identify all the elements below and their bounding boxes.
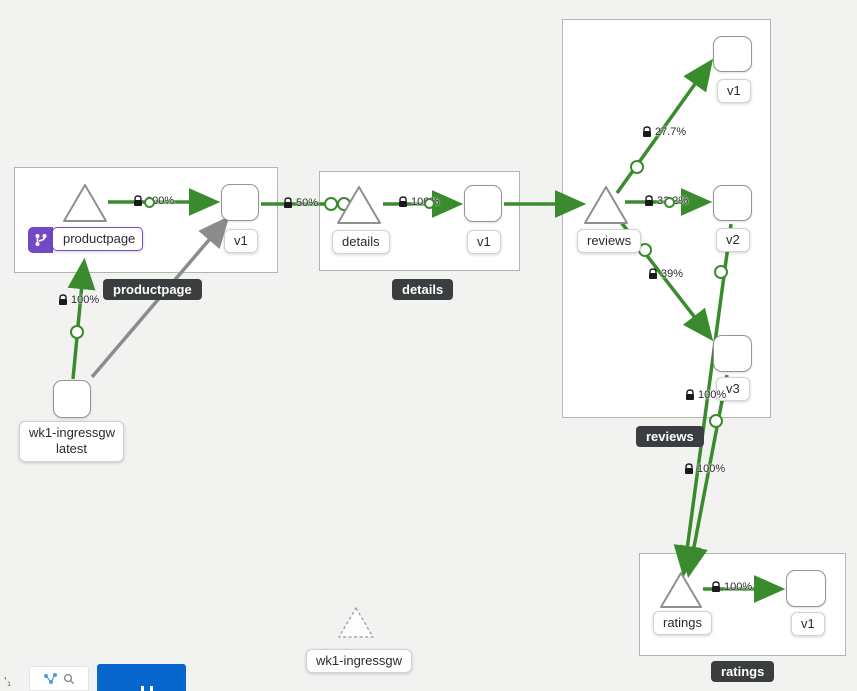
dashed-triangle-icon [338,607,374,638]
label-text: v2 [726,232,740,247]
lock-icon [643,126,651,137]
node-details-service[interactable] [335,184,383,231]
edge-label-reviews-v2: 33.2% [644,195,688,208]
label-text: v1 [234,233,248,248]
label-text: v1 [801,616,815,631]
label-ratings-service[interactable]: ratings [653,611,713,636]
triangle-icon [660,572,702,608]
edge-label-details-v1: 100% [398,196,439,209]
label-reviews-v1[interactable]: v1 [717,79,751,104]
triangle-icon [63,184,107,222]
edge-ingress-productpage[interactable] [67,257,96,380]
node-reviews-v2[interactable] [713,185,752,221]
label-text: v1 [727,83,741,98]
topology-icon [44,672,57,684]
label-reviews-v3[interactable]: v3 [716,377,750,402]
label-text: wk1-ingressgw [316,653,402,668]
legend-button[interactable] [97,664,186,691]
node-ingress-service-idle[interactable] [336,605,376,646]
magnifier-icon [63,673,75,684]
label-text: ratings [663,615,703,630]
lock-icon [59,294,67,305]
edge-label-reviews-v1: 27.7% [642,126,686,138]
lock-icon [399,196,407,207]
label-ingress-workload[interactable]: wk1-ingressgw latest [19,421,124,462]
label-text: v3 [726,381,740,396]
lock-icon [712,581,720,592]
edge-label-v1-details: 50% [283,197,318,209]
label-text: reviews [587,233,632,248]
code-branch-icon [35,234,46,246]
node-reviews-v1[interactable] [713,36,752,72]
node-ratings-v1[interactable] [786,570,826,607]
node-ratings-service[interactable] [658,570,704,615]
partial-zoom-controls[interactable]: ʹ ₁ [2,676,11,688]
label-reviews-v2[interactable]: v2 [716,228,750,253]
node-productpage-service[interactable] [61,182,109,229]
node-productpage-v1[interactable] [221,184,259,221]
edge-label-ingress-productpage: 100% [58,294,99,306]
edge-label-productpage-v1: 100% [133,195,174,208]
label-productpage-service[interactable]: productpage [52,227,143,252]
waypoint-circle-icon [664,197,675,208]
triangle-icon [584,186,628,224]
lock-icon [649,268,657,279]
group-tooltip-details: details [392,279,454,300]
graph-display-button[interactable] [29,666,89,691]
group-tooltip-productpage: productpage [103,279,202,300]
lock-icon [686,389,694,400]
label-reviews-service[interactable]: reviews [577,229,642,254]
node-reviews-service[interactable] [582,184,630,231]
label-text: productpage [63,231,136,246]
waypoint-circle-icon [144,197,155,208]
edge-label-reviews-v3: 39% [648,268,683,280]
clipped-button-text [141,686,171,691]
label-text: v1 [477,234,491,249]
group-tooltip-reviews: reviews [636,426,704,447]
edge-label-v2-ratings: 100% [684,463,725,475]
label-text-line1: wk1-ingressgw [29,425,115,440]
node-reviews-v3[interactable] [713,335,752,372]
version-app-badge [28,227,53,253]
label-text: details [342,234,380,249]
node-ingress-workload[interactable] [53,380,91,418]
edge-label-v3-outgoing: 100% [685,389,726,401]
group-tooltip-ratings: ratings [711,661,775,682]
node-details-v1[interactable] [464,185,502,222]
waypoint-circle-icon [424,198,435,209]
triangle-icon [337,186,381,224]
label-ratings-v1[interactable]: v1 [791,612,825,637]
label-details-v1[interactable]: v1 [467,230,501,255]
lock-icon [134,195,142,206]
label-productpage-v1[interactable]: v1 [224,229,258,254]
label-details-service[interactable]: details [332,230,390,255]
label-ingress-service[interactable]: wk1-ingressgw [306,649,412,674]
lock-icon [284,197,292,208]
label-text-line2: latest [55,441,88,457]
lock-icon [685,463,693,474]
lock-icon [645,195,653,206]
edge-label-ratings-v1: 100% [711,581,752,593]
